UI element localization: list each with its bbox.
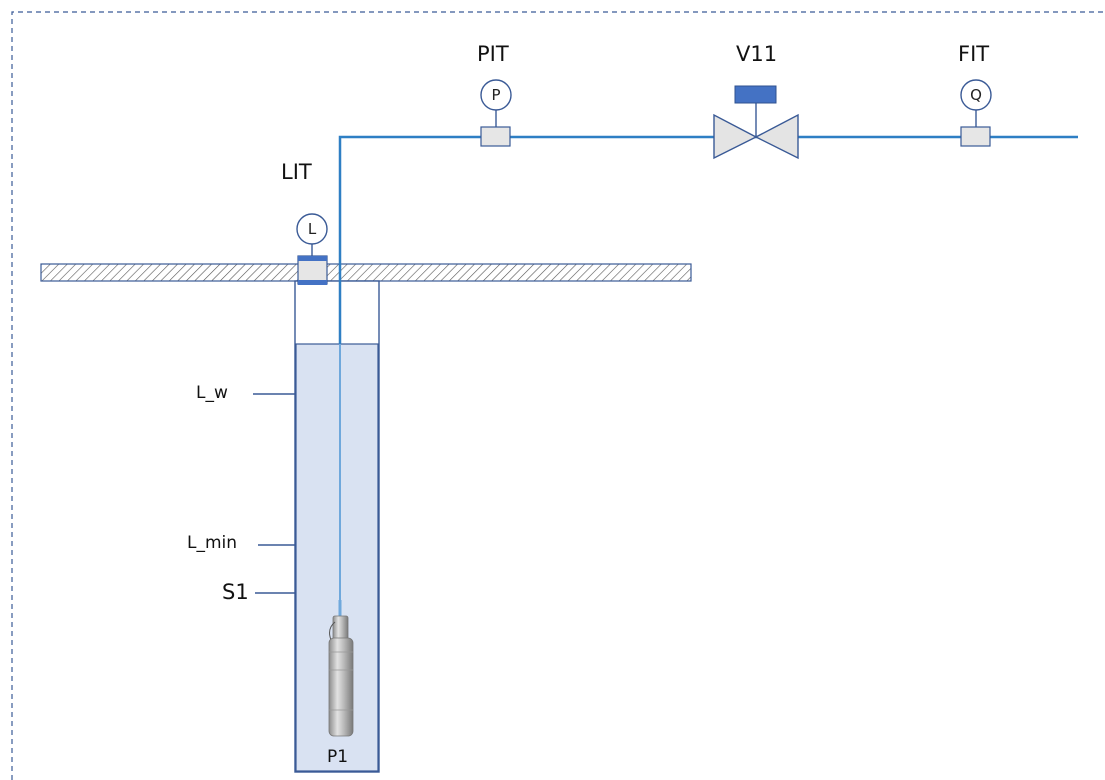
diagram-frame <box>12 12 1103 780</box>
fit-body <box>961 127 990 146</box>
valve-body-left <box>714 115 756 158</box>
pump-tag-label: P1 <box>327 747 348 767</box>
level-label-l-w: L_w <box>196 383 228 403</box>
fit-instrument[interactable]: Q <box>961 80 991 146</box>
ground-slab <box>41 264 691 281</box>
pit-instrument[interactable]: P <box>481 80 511 146</box>
valve-body-right <box>756 115 798 158</box>
lit-tag-label: LIT <box>281 160 312 184</box>
valve-v11[interactable] <box>714 86 798 158</box>
pit-body <box>481 127 510 146</box>
discharge-pipe <box>340 137 1078 344</box>
level-label-s1: S1 <box>222 580 249 604</box>
lit-flange-bottom <box>298 280 327 285</box>
fit-symbol: Q <box>970 86 982 104</box>
pit-tag-label: PIT <box>477 42 509 66</box>
fit-tag-label: FIT <box>958 42 989 66</box>
level-label-l-min: L_min <box>187 533 237 553</box>
lit-instrument[interactable]: L <box>297 214 327 285</box>
valve-actuator[interactable] <box>735 86 776 103</box>
pump-body <box>329 638 353 736</box>
pump-head <box>333 616 348 640</box>
pit-symbol: P <box>491 86 500 104</box>
lit-flange-top <box>298 256 327 261</box>
lit-symbol: L <box>308 220 317 238</box>
valve-tag-label: V11 <box>736 42 777 66</box>
